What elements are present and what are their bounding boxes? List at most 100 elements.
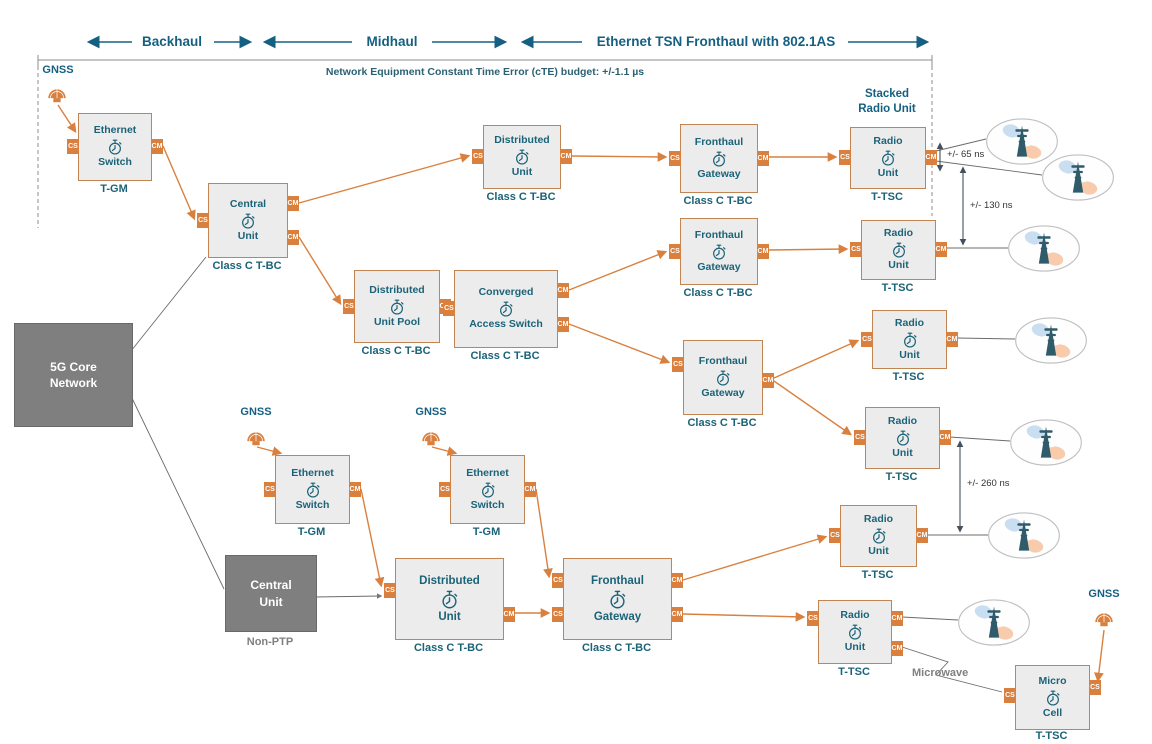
antenna-icon	[988, 512, 1060, 559]
cs-port: CS	[854, 430, 866, 445]
gnss-label: GNSS	[415, 406, 447, 418]
node-title-line1: Ethernet	[466, 466, 509, 479]
cs-port: CS	[1089, 680, 1101, 695]
node-caption: T-TSC	[1035, 730, 1068, 742]
node-caption: T-TSC	[885, 471, 918, 483]
node-title-line1: Fronthaul	[590, 574, 645, 587]
node-title-line1: Radio	[873, 135, 903, 148]
non-ptp-title-line1: Central	[250, 578, 292, 593]
stacked-radio-unit-label: Stacked Radio Unit	[840, 87, 934, 117]
node-title-line1: Radio	[883, 227, 914, 240]
cs-port: CS	[197, 213, 209, 228]
node-title-line1: Micro	[1038, 674, 1067, 687]
gnss-dome-icon	[246, 430, 266, 446]
cs-port: CS	[472, 149, 484, 164]
node-caption: Class C T-BC	[361, 345, 431, 357]
node-radio-unit-1: CS CM Radio Unit	[839, 127, 937, 189]
node-title-line2: Unit	[868, 545, 889, 557]
node-title-line2: Unit	[237, 229, 259, 242]
cs-port: CS	[67, 139, 79, 154]
node-caption: Class C T-BC	[683, 195, 753, 207]
tolerance-arrows	[936, 142, 967, 533]
cm-port: CM	[560, 149, 572, 164]
node-title-line2: Cell	[1042, 706, 1063, 719]
cm-port: CM	[671, 607, 683, 622]
node-caption: Class C T-BC	[486, 191, 556, 203]
antenna-icon	[1008, 225, 1080, 272]
node-caption: T-GM	[472, 526, 501, 538]
core-title-line2: Network	[49, 376, 98, 390]
gnss-label: GNSS	[42, 64, 74, 76]
cm-port: CM	[671, 573, 683, 588]
node-converged-access-switch: CS CM CM Converged Access Switch	[443, 270, 569, 348]
node-caption: Class C T-BC	[212, 260, 282, 272]
cte-budget-label: Network Equipment Constant Time Error (c…	[325, 66, 645, 78]
non-ptp-caption: Non-PTP	[246, 636, 294, 648]
node-title-line1: Ethernet	[93, 124, 137, 137]
stopwatch-icon	[891, 242, 907, 258]
node-title-line2: Unit	[899, 348, 920, 361]
cm-port: CM	[891, 641, 903, 656]
node-caption: Class C T-BC	[413, 642, 484, 654]
node-title-line2: Gateway	[593, 610, 642, 623]
antenna-icon	[1042, 154, 1114, 201]
non-ptp-title-line2: Unit	[259, 594, 283, 609]
node-caption: T-TSC	[871, 191, 903, 203]
cs-port: CS	[807, 611, 819, 626]
data-links	[130, 138, 1043, 693]
stopwatch-icon	[389, 299, 405, 315]
node-title-line2: Gateway	[697, 260, 741, 273]
microwave-label: Microwave	[912, 667, 969, 679]
node-title-line1: Distributed	[369, 283, 425, 296]
node-title-line2: Switch	[295, 498, 330, 511]
cs-port: CS	[850, 242, 862, 257]
stopwatch-icon	[480, 482, 496, 498]
node-title-line2: Unit	[511, 166, 533, 178]
stacked-line1: Stacked	[864, 88, 910, 100]
cs-port: CS	[552, 607, 564, 622]
node-title-line1: Distributed	[419, 574, 480, 587]
node-title-line1: Radio	[863, 513, 894, 526]
node-ethernet-switch-2: CS CM Ethernet Switch	[264, 455, 361, 524]
node-title-line1: Fronthaul	[694, 135, 744, 148]
node-caption: T-GM	[100, 183, 128, 195]
node-caption: T-GM	[297, 526, 326, 538]
cs-port: CS	[443, 301, 455, 316]
node-fronthaul-gateway-1: CS CM Fronthaul Gateway	[669, 124, 769, 193]
stopwatch-icon	[880, 150, 896, 166]
cm-port: CM	[557, 283, 569, 298]
stopwatch-icon	[711, 151, 727, 167]
node-fronthaul-gateway-3: CS CM Fronthaul Gateway	[672, 340, 774, 415]
node-fronthaul-gateway-2: CS CM Fronthaul Gateway	[669, 218, 769, 285]
node-title-line1: Central	[229, 197, 267, 210]
node-caption: Class C T-BC	[687, 417, 757, 429]
cs-port: CS	[264, 482, 276, 497]
stopwatch-icon	[514, 149, 530, 165]
core-title-line1: 5G Core	[50, 359, 97, 374]
cs-port: CS	[839, 150, 851, 165]
fronthaul-label: Ethernet TSN Fronthaul with 802.1AS	[596, 34, 836, 49]
cm-port: CM	[891, 611, 903, 626]
cs-port: CS	[384, 583, 396, 598]
cm-port: CM	[151, 139, 163, 154]
cs-port: CS	[343, 299, 355, 314]
gnss-label: GNSS	[240, 406, 272, 418]
node-title-line2: Unit	[844, 641, 866, 653]
central-unit-non-ptp-box: Central Unit	[225, 555, 317, 632]
node-radio-unit-5: CS CM Radio Unit	[829, 505, 928, 567]
microwave-link	[901, 646, 1003, 693]
stopwatch-icon	[440, 590, 459, 609]
node-radio-unit-4: CS CM Radio Unit	[854, 407, 951, 469]
node-ethernet-switch-3: CS CM Ethernet Switch	[439, 455, 536, 524]
tolerance-130ns-label: +/- 130 ns	[970, 200, 1013, 211]
node-fronthaul-gateway-4: CS CS CM CM Fronthaul Gateway	[552, 558, 683, 640]
node-title-line2: Switch	[470, 498, 505, 511]
antenna-icon	[986, 118, 1058, 165]
node-micro-cell: CS CS Micro Cell	[1004, 665, 1101, 730]
node-title-line2: Gateway	[701, 386, 745, 399]
cm-port: CM	[349, 482, 361, 497]
backhaul-label: Backhaul	[141, 34, 203, 49]
node-caption: T-TSC	[892, 371, 925, 383]
node-caption: Class C T-BC	[581, 642, 652, 654]
